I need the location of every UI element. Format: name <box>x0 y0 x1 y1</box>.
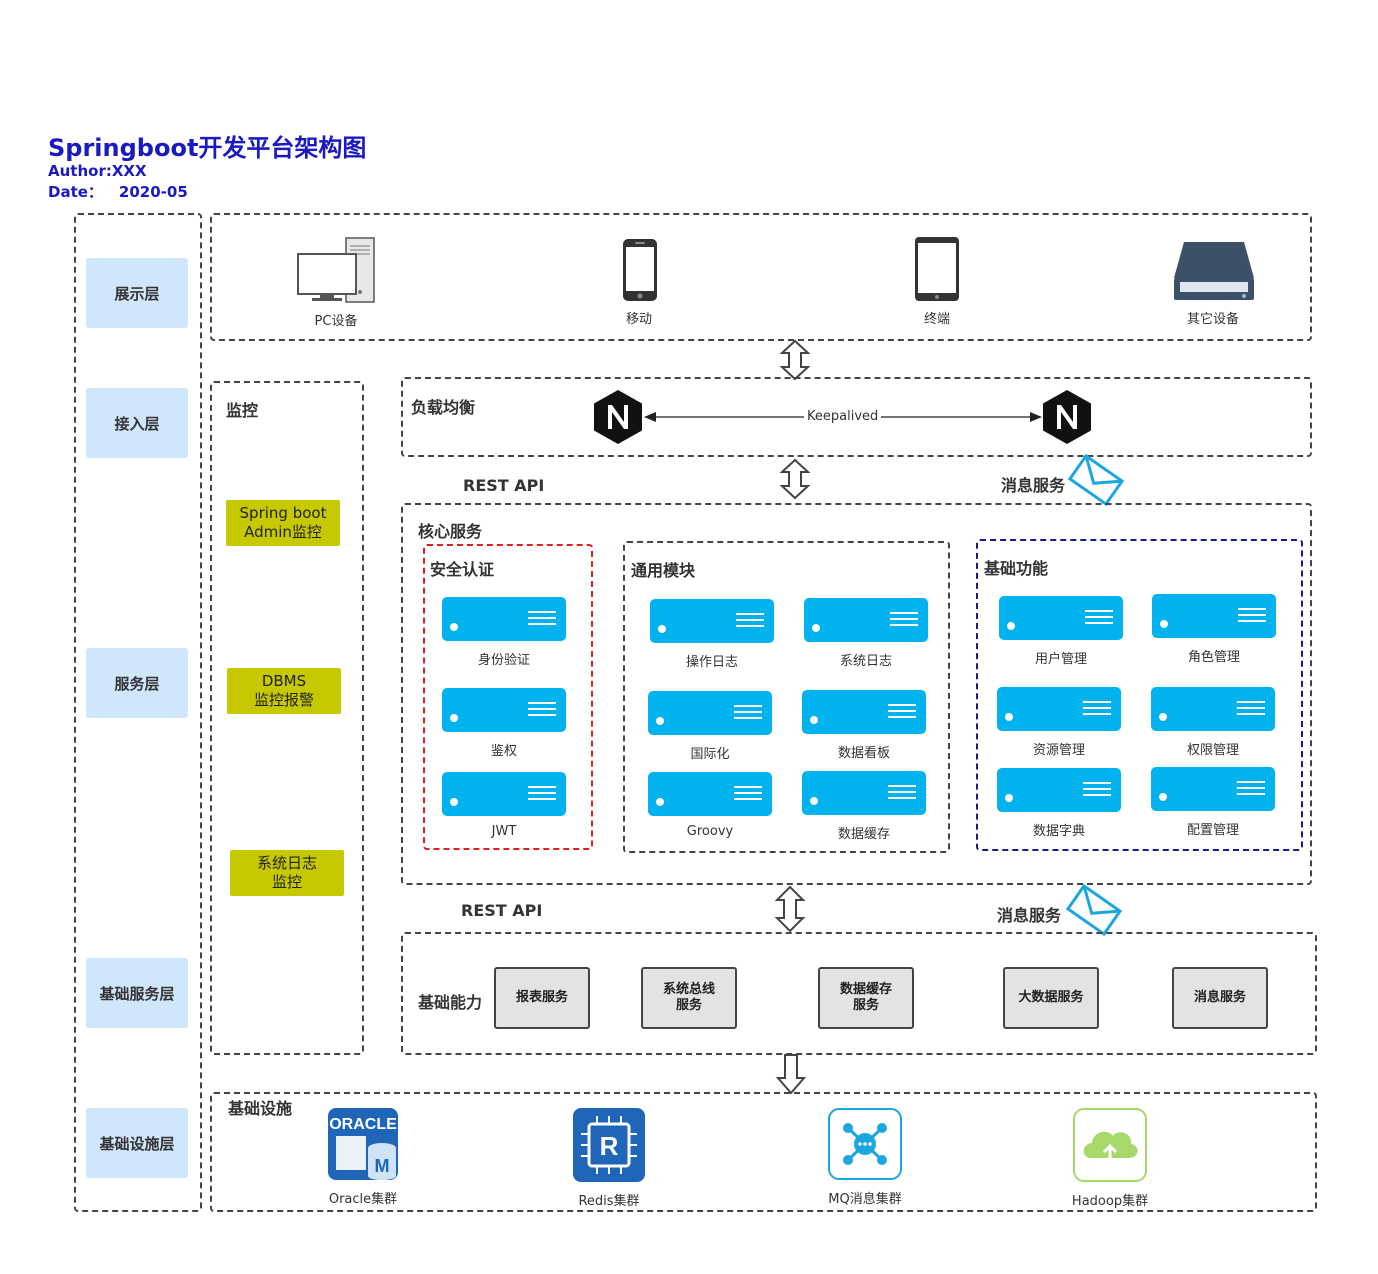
server-icon <box>648 772 772 816</box>
layer-access: 接入层 <box>86 388 188 458</box>
device-label-mobile: 移动 <box>625 312 652 327</box>
infra-label: MQ消息集群 <box>828 1192 902 1207</box>
down-arrow-icon <box>775 1054 807 1095</box>
svg-text:R: R <box>600 1131 619 1161</box>
svg-text:M: M <box>375 1156 390 1176</box>
rest-api-label: REST API <box>463 476 545 495</box>
smartphone-icon <box>623 239 657 301</box>
core-services-panel <box>401 503 1312 885</box>
redis-icon: R <box>573 1108 645 1182</box>
layer-infrastructure: 基础设施层 <box>86 1108 188 1178</box>
server-icon <box>1151 767 1275 811</box>
service-label: 角色管理 <box>1187 650 1240 665</box>
layer-base-service: 基础服务层 <box>86 958 188 1028</box>
nginx-icon <box>1043 390 1091 444</box>
device-label-other: 其它设备 <box>1186 312 1239 327</box>
date-value: 2020-05 <box>118 183 188 201</box>
server-icon <box>1152 594 1276 638</box>
infra-label: Hadoop集群 <box>1071 1194 1149 1209</box>
service-label: Groovy <box>686 824 734 839</box>
service-label: 权限管理 <box>1186 743 1239 758</box>
monitor-item: 系统日志监控 <box>230 850 344 896</box>
layer-presentation: 展示层 <box>86 258 188 328</box>
server-icon <box>648 691 772 735</box>
capability-box: 数据缓存服务 <box>818 967 914 1029</box>
load-balancer-title: 负载均衡 <box>411 398 476 417</box>
layer-column <box>74 213 202 1212</box>
tablet-icon <box>915 237 959 301</box>
service-label: 用户管理 <box>1034 652 1087 667</box>
rest-api-label: REST API <box>461 901 543 920</box>
capability-box: 大数据服务 <box>1003 967 1099 1029</box>
server-icon <box>442 772 566 816</box>
service-label: 数据字典 <box>1032 824 1085 839</box>
device-label-pc: PC设备 <box>314 314 358 329</box>
author-line: Author:XXX <box>48 162 147 180</box>
envelope-icon <box>1067 453 1125 507</box>
envelope-icon <box>1065 883 1123 937</box>
bidirectional-arrow-icon <box>774 885 806 933</box>
common-modules-group <box>623 541 950 853</box>
monitoring-title: 监控 <box>226 401 259 420</box>
load-balancer-panel <box>401 377 1312 457</box>
server-icon <box>650 599 774 643</box>
server-icon <box>997 687 1121 731</box>
basic-functions-group <box>976 539 1303 851</box>
basic-functions-title: 基础功能 <box>984 559 1049 578</box>
base-capability-panel <box>401 932 1317 1055</box>
service-label: 数据看板 <box>837 746 890 761</box>
core-services-title: 核心服务 <box>418 522 483 541</box>
monitoring-panel <box>210 381 364 1055</box>
oracle-icon: ORACLE M <box>328 1108 398 1180</box>
layer-service: 服务层 <box>86 648 188 718</box>
common-modules-title: 通用模块 <box>631 561 696 580</box>
date-line: Date： 2020-05 <box>48 181 188 202</box>
base-capability-title: 基础能力 <box>418 993 483 1012</box>
device-label-terminal: 终端 <box>923 312 950 327</box>
date-label: Date： <box>48 183 103 201</box>
server-icon <box>442 688 566 732</box>
server-icon <box>804 598 928 642</box>
service-label: 系统日志 <box>839 654 892 669</box>
infrastructure-title: 基础设施 <box>228 1099 293 1118</box>
server-icon <box>802 771 926 815</box>
service-label: JWT <box>491 824 517 839</box>
desktop-pc-icon <box>297 237 375 303</box>
scanner-icon <box>1174 242 1254 300</box>
capability-box: 报表服务 <box>494 967 590 1029</box>
capability-box: 消息服务 <box>1172 967 1268 1029</box>
service-label: 资源管理 <box>1032 743 1085 758</box>
capability-box: 系统总线服务 <box>641 967 737 1029</box>
infra-label: Oracle集群 <box>328 1192 398 1207</box>
infrastructure-panel <box>210 1092 1317 1212</box>
svg-text:ORACLE: ORACLE <box>329 1116 397 1133</box>
keepalived-label: Keepalived <box>804 409 882 424</box>
service-label: 国际化 <box>690 747 730 762</box>
hadoop-icon <box>1073 1108 1147 1182</box>
page-title: Springboot开发平台架构图 <box>48 134 367 162</box>
service-label: 鉴权 <box>490 744 517 759</box>
service-label: 数据缓存 <box>837 827 890 842</box>
infra-label: Redis集群 <box>578 1194 640 1209</box>
presentation-panel <box>210 213 1312 341</box>
server-icon <box>802 690 926 734</box>
service-label: 操作日志 <box>685 655 738 670</box>
mq-icon <box>828 1108 902 1180</box>
server-icon <box>1151 687 1275 731</box>
bidirectional-arrow-icon <box>779 458 811 500</box>
bidirectional-arrow-icon <box>779 339 811 381</box>
security-auth-title: 安全认证 <box>430 560 495 579</box>
server-icon <box>999 596 1123 640</box>
server-icon <box>442 597 566 641</box>
message-service-label: 消息服务 <box>997 906 1062 925</box>
server-icon <box>997 768 1121 812</box>
service-label: 身份验证 <box>477 653 530 668</box>
security-auth-group <box>423 544 593 850</box>
nginx-icon <box>594 390 642 444</box>
message-service-label: 消息服务 <box>1001 476 1066 495</box>
service-label: 配置管理 <box>1186 823 1239 838</box>
